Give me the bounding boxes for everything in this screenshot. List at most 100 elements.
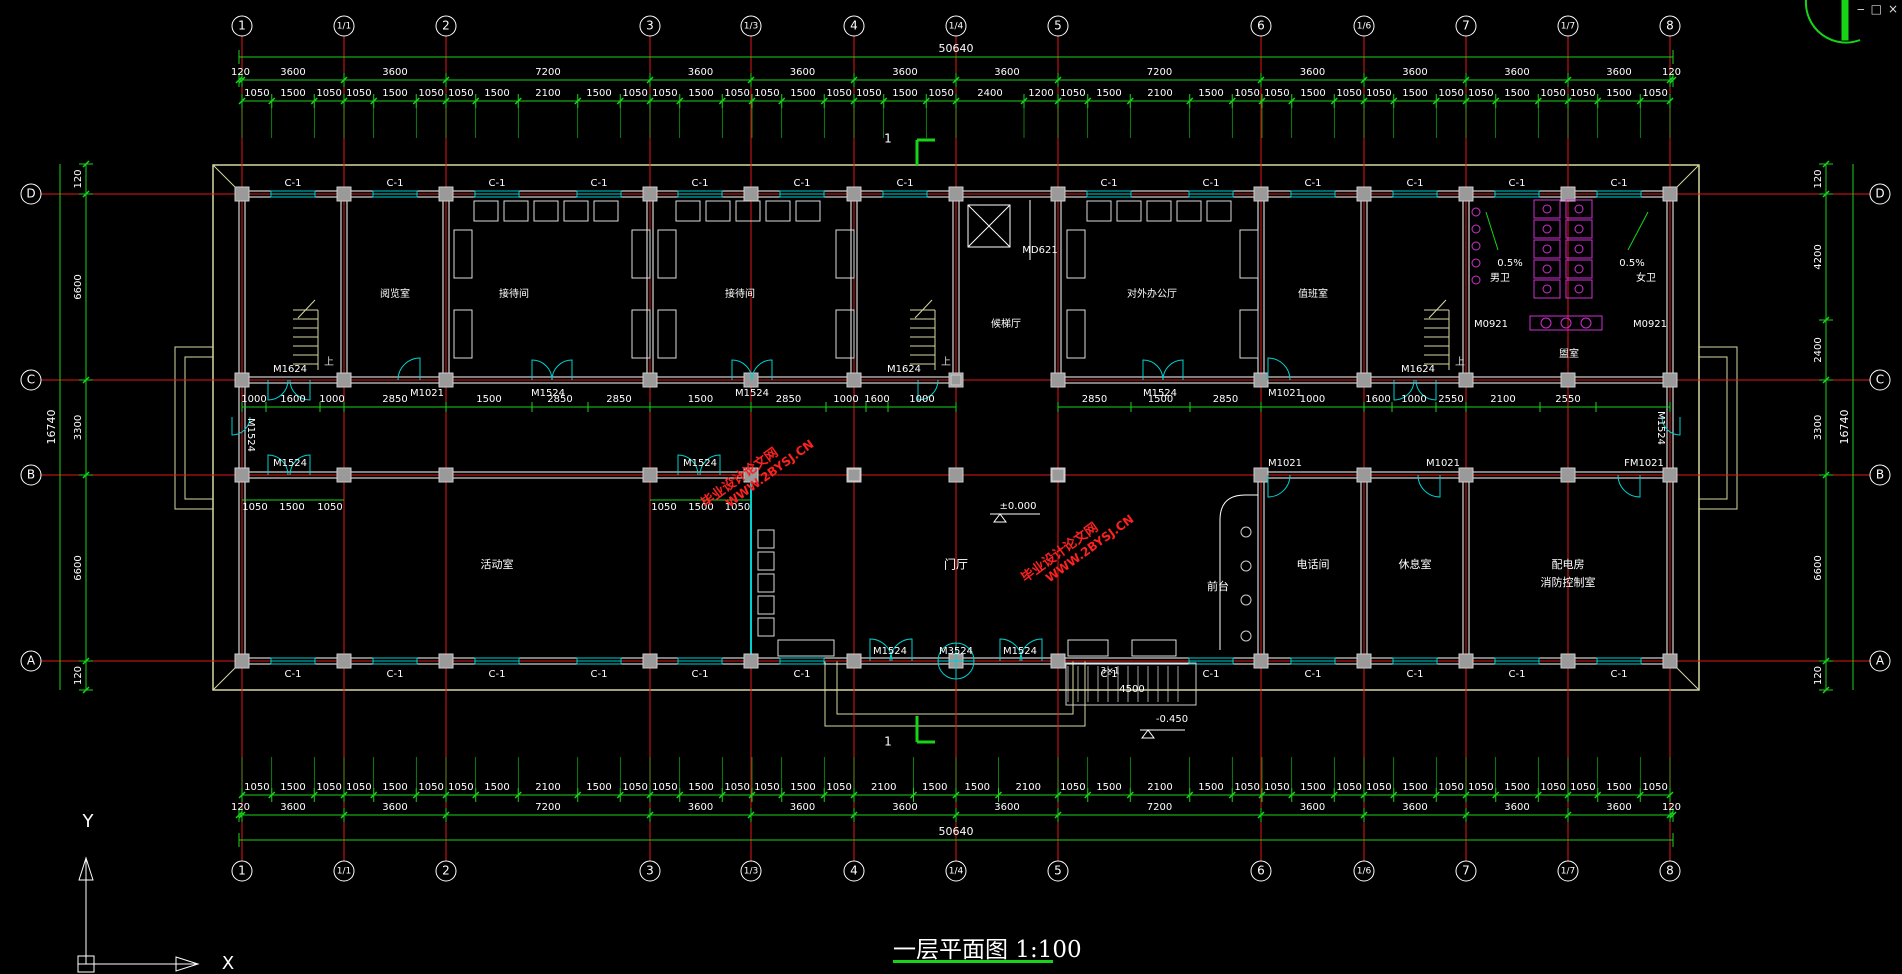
dim-corridor-text: 1600 bbox=[280, 394, 305, 405]
dim-top-openings-text: 2400 bbox=[977, 88, 1002, 99]
dim-corridor-text: 1000 bbox=[241, 394, 266, 405]
dim-bottom-openings-text: 1050 bbox=[1642, 782, 1667, 793]
level-marker bbox=[993, 513, 1007, 523]
toilet-stall bbox=[1533, 279, 1561, 299]
urinal bbox=[1471, 241, 1481, 251]
sofa bbox=[735, 200, 761, 222]
display-cabinet bbox=[757, 529, 775, 549]
dim-bottom-openings-text: 1050 bbox=[244, 782, 269, 793]
dim-corridor-text: 2850 bbox=[1082, 394, 1107, 405]
sofa bbox=[795, 200, 821, 222]
dim-bottom-openings-text: 1050 bbox=[448, 782, 473, 793]
dim-right-slash bbox=[1822, 160, 1830, 168]
dim-bottom-openings-text: 1050 bbox=[1264, 782, 1289, 793]
axis-label: 1 bbox=[238, 19, 246, 33]
toilet-bowl bbox=[1542, 264, 1552, 274]
dim-bottom-openings-text: 1050 bbox=[1060, 782, 1085, 793]
close-button[interactable]: × bbox=[1887, 2, 1898, 16]
dim-corridor-text: 2550 bbox=[1438, 394, 1463, 405]
dim-top-openings-text: 1500 bbox=[1096, 88, 1121, 99]
steps-label: 3×1 bbox=[1101, 667, 1120, 677]
axis-label: 5 bbox=[1054, 19, 1062, 33]
dim-top-axis-slash bbox=[340, 76, 348, 84]
toilet-stall bbox=[1533, 239, 1561, 259]
dim-bottom-openings-text: 1050 bbox=[826, 782, 851, 793]
door-swing bbox=[1393, 379, 1415, 401]
axis-label: 6 bbox=[1257, 864, 1265, 878]
axis-bubble bbox=[333, 860, 355, 882]
urinal bbox=[1471, 275, 1481, 285]
dim-top-axis-text: 7200 bbox=[1147, 67, 1172, 78]
structural-column bbox=[743, 186, 759, 202]
dim-top-openings-text: 1050 bbox=[1438, 88, 1463, 99]
stair-arrow bbox=[297, 299, 316, 319]
dim-lower-text: 1500 bbox=[279, 502, 304, 513]
room-label-wash: 盥室 bbox=[1559, 347, 1579, 360]
ucs-x-label: X bbox=[222, 953, 234, 974]
sofa bbox=[473, 200, 499, 222]
dim-bottom-axis-text: 3600 bbox=[994, 802, 1019, 813]
wash-basin-counter bbox=[1529, 315, 1603, 331]
room-label-female_wc: 女卫 bbox=[1636, 271, 1656, 284]
minimize-button[interactable]: ‒ bbox=[1856, 2, 1865, 16]
dim-bottom-axis-slash bbox=[1360, 811, 1368, 819]
dim-corridor-text: 2850 bbox=[547, 394, 572, 405]
axis-bubble bbox=[639, 860, 661, 882]
dim-lower-text: 1500 bbox=[688, 502, 713, 513]
dim-right-slash bbox=[1822, 686, 1830, 694]
dim-top-openings-text: 2100 bbox=[535, 88, 560, 99]
toilet-bowl bbox=[1542, 224, 1552, 234]
dim-top-openings-text: 1500 bbox=[892, 88, 917, 99]
dim-top-axis-text: 3600 bbox=[688, 67, 713, 78]
structural-column bbox=[846, 372, 862, 388]
ucs-origin bbox=[77, 955, 95, 973]
desk-chair bbox=[1240, 526, 1252, 538]
door-label: M1524 bbox=[735, 388, 769, 399]
dim-bottom-openings-text: 1500 bbox=[1300, 782, 1325, 793]
dim-bottom-openings-text: 1500 bbox=[1606, 782, 1631, 793]
dim-left-text: 120 bbox=[73, 169, 84, 188]
axis-bubble bbox=[20, 650, 42, 672]
dim-bottom-openings-text: 1500 bbox=[586, 782, 611, 793]
axis-label: 2 bbox=[442, 864, 450, 878]
structural-column bbox=[642, 653, 658, 669]
sofa bbox=[563, 200, 589, 222]
dim-bottom-openings-text: 2100 bbox=[1016, 782, 1041, 793]
structural-column bbox=[336, 653, 352, 669]
dim-lower-text: 1050 bbox=[651, 502, 676, 513]
entry-steps bbox=[1065, 662, 1197, 706]
toilet-stall bbox=[1533, 219, 1561, 239]
sofa bbox=[631, 309, 651, 359]
door-swing bbox=[267, 379, 289, 401]
axis-label: 1/6 bbox=[1357, 867, 1372, 877]
structural-column bbox=[1458, 186, 1474, 202]
room-label-reception1: 接待间 bbox=[499, 287, 529, 300]
toilet-stall bbox=[1565, 259, 1593, 279]
dim-top-openings-text: 1050 bbox=[1468, 88, 1493, 99]
dim-top-openings-text: 2100 bbox=[1147, 88, 1172, 99]
structural-column bbox=[743, 653, 759, 669]
restore-button[interactable]: □ bbox=[1870, 2, 1882, 16]
door-swing bbox=[917, 379, 939, 401]
structural-column bbox=[1050, 186, 1066, 202]
sheet-title-underline bbox=[893, 960, 1053, 963]
level-marker bbox=[1141, 729, 1155, 739]
dim-top-axis-slash bbox=[850, 76, 858, 84]
window-label-south: C-1 bbox=[591, 669, 608, 680]
axis-bubble bbox=[1250, 15, 1272, 37]
sofa bbox=[1086, 200, 1112, 222]
structural-column bbox=[234, 467, 250, 483]
dim-bottom-openings-text: 1050 bbox=[1570, 782, 1595, 793]
dim-bottom-axis-slash bbox=[1669, 811, 1677, 819]
dim-top-openings-text: 1050 bbox=[418, 88, 443, 99]
axis-bubble bbox=[435, 15, 457, 37]
axis-bubble bbox=[231, 15, 253, 37]
dim-bottom-openings-text: 1500 bbox=[1402, 782, 1427, 793]
right-porch-inner bbox=[1698, 356, 1728, 500]
sofa bbox=[1116, 200, 1142, 222]
dim-top-axis-slash bbox=[1054, 76, 1062, 84]
dim-bottom-axis-slash bbox=[747, 811, 755, 819]
dim-lower-text: 1050 bbox=[317, 502, 342, 513]
display-cabinet bbox=[757, 573, 775, 593]
